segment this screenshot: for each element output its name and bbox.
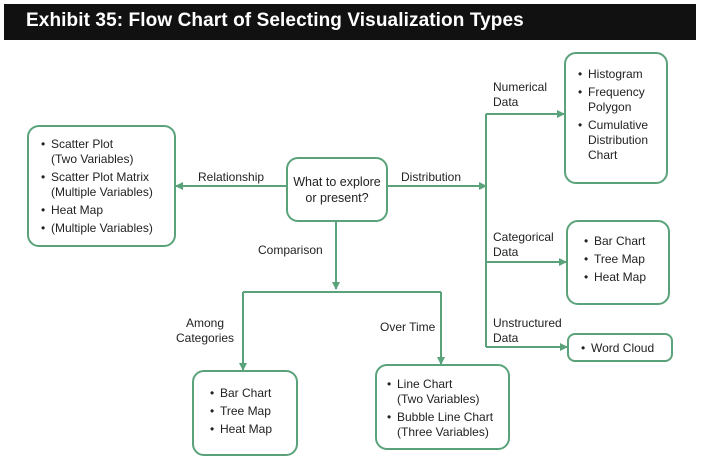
- relationship-list: Scatter Plot(Two Variables) Scatter Plot…: [41, 137, 166, 236]
- list-item: Line Chart(Two Variables): [387, 377, 502, 407]
- label-unstructured-data: Unstructured Data: [493, 316, 562, 345]
- among-categories-list: Bar Chart Tree Map Heat Map: [210, 386, 290, 437]
- list-item: Bar Chart: [584, 234, 662, 249]
- relationship-box: Scatter Plot(Two Variables) Scatter Plot…: [27, 125, 176, 247]
- label-comparison: Comparison: [258, 243, 323, 257]
- list-item: Histogram: [578, 67, 660, 82]
- categorical-data-box: Bar Chart Tree Map Heat Map: [566, 220, 670, 305]
- unstructured-data-box: Word Cloud: [567, 333, 673, 362]
- center-node-text: What to explore or present?: [293, 174, 381, 205]
- list-item: Heat Map: [584, 270, 662, 285]
- over-time-box: Line Chart(Two Variables) Bubble Line Ch…: [375, 364, 510, 450]
- label-distribution: Distribution: [401, 170, 462, 184]
- label-numerical-data: Numerical Data: [493, 80, 548, 109]
- list-item: Scatter Plot Matrix(Multiple Variables): [41, 170, 166, 200]
- label-among-categories: Among Categories: [176, 316, 235, 345]
- unstructured-list: Word Cloud: [581, 341, 665, 356]
- title-bar: Exhibit 35: Flow Chart of Selecting Visu…: [4, 4, 696, 40]
- list-item: Heat Map: [210, 422, 290, 437]
- categorical-list: Bar Chart Tree Map Heat Map: [584, 234, 662, 285]
- list-item: Bubble Line Chart(Three Variables): [387, 410, 502, 440]
- list-item: Tree Map: [210, 404, 290, 419]
- label-over-time: Over Time: [380, 320, 436, 334]
- list-item: Bar Chart: [210, 386, 290, 401]
- label-categorical-data: Categorical Data: [493, 230, 554, 259]
- over-time-list: Line Chart(Two Variables) Bubble Line Ch…: [387, 377, 502, 440]
- label-relationship: Relationship: [198, 170, 265, 184]
- list-item: Scatter Plot(Two Variables): [41, 137, 166, 167]
- among-categories-box: Bar Chart Tree Map Heat Map: [192, 370, 298, 456]
- page-title: Exhibit 35: Flow Chart of Selecting Visu…: [26, 10, 524, 31]
- center-node: What to explore or present?: [286, 157, 388, 222]
- list-item: (Multiple Variables): [41, 221, 166, 236]
- list-item: Tree Map: [584, 252, 662, 267]
- list-item: Heat Map: [41, 203, 166, 218]
- list-item: Word Cloud: [581, 341, 665, 356]
